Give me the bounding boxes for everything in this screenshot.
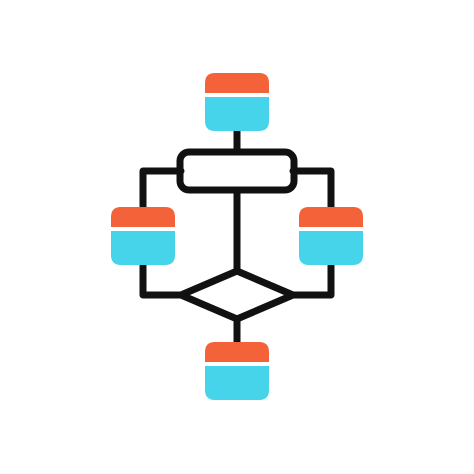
bottom-card [205, 342, 269, 400]
card-header [205, 73, 269, 93]
connector-left-branch-bottom [139, 261, 185, 299]
left-card [111, 207, 175, 265]
card-header [299, 207, 363, 227]
card-body [111, 231, 175, 265]
card-body [299, 231, 363, 265]
connector-left-branch-top [139, 167, 185, 213]
connectors [139, 127, 335, 346]
connector-right-branch-bottom [289, 261, 335, 299]
card-header [205, 342, 269, 362]
connector-right-branch-top [289, 167, 335, 213]
card-body [205, 97, 269, 131]
card-body [205, 366, 269, 400]
decision-diamond [177, 267, 297, 323]
right-card [299, 207, 363, 265]
process-box [176, 148, 298, 194]
top-card [205, 73, 269, 131]
card-header [111, 207, 175, 227]
